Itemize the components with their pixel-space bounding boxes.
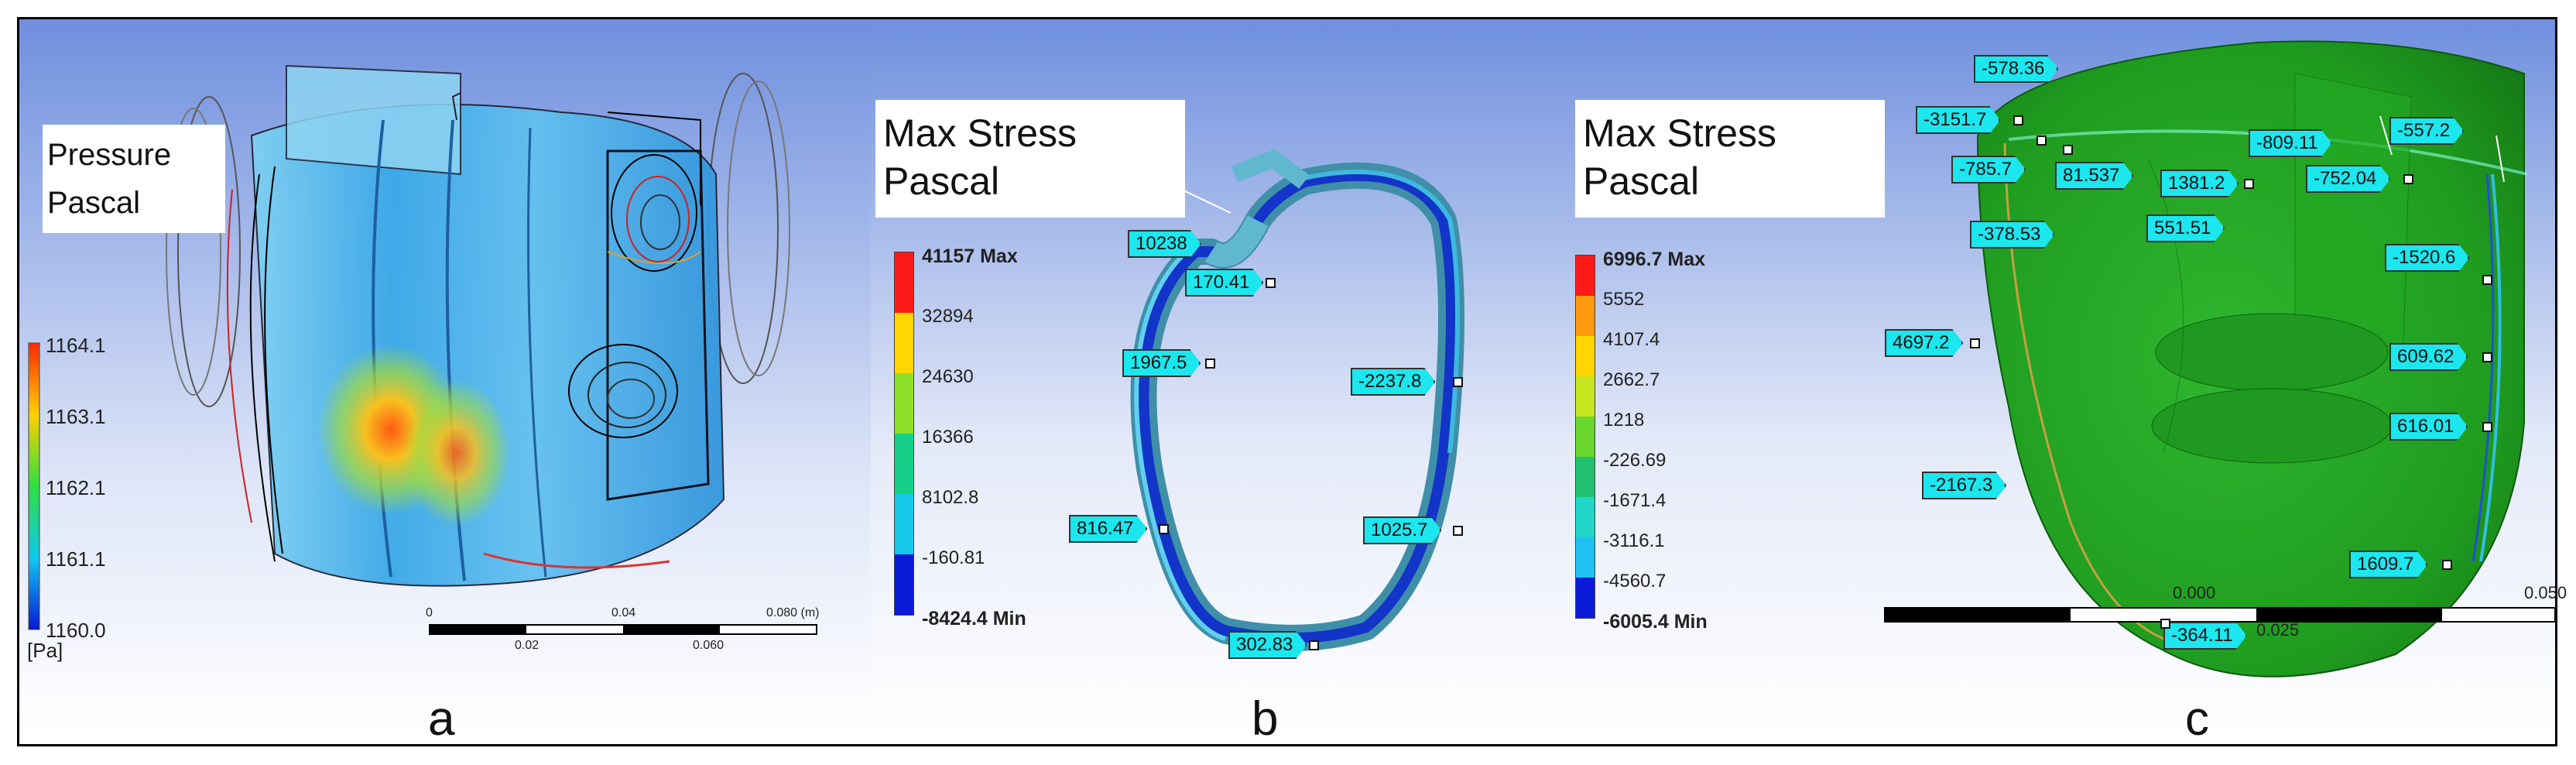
colorbar-c-label: -226.69 [1603,450,1667,471]
colorbar-b-label: -8424.4 Min [922,608,1026,629]
probe-label: -752.04 [2306,165,2390,193]
scale-a-label: 0.04 [611,606,636,619]
probe-label: -1520.6 [2385,244,2469,272]
panel-a-render [19,19,871,732]
probe-label: -378.53 [1970,221,2054,249]
colorbar-c [1575,255,1595,619]
probe-label: 1025.7 [1363,516,1441,544]
colorbar-b-label: -160.81 [922,547,985,568]
scale-a-label: 0 [426,606,433,619]
colorbar-c-label: 5552 [1603,289,1645,310]
panel-a-letter: a [428,692,455,746]
colorbar-b-label: 32894 [922,306,974,327]
panel-a-title-line1: Pressure [47,138,172,172]
probe-label: -2237.8 [1351,368,1435,396]
probe-label: 1967.5 [1122,349,1201,377]
colorbar-b-label: 8102.8 [922,487,979,508]
colorbar-c-label: 2662.7 [1603,369,1660,390]
panel-b-title-line1: Max Stress [883,111,1077,155]
panel-c-letter: c [2185,692,2209,746]
probe-marker [1453,377,1463,387]
probe-label: 609.62 [2389,343,2468,371]
probe-label: -578.36 [1974,55,2058,83]
scale-a-label: 0.060 [693,639,724,652]
probe-marker [2482,422,2492,432]
probe-label: -364.11 [2163,622,2247,650]
colorbar-b [894,252,914,616]
probe-marker [2482,352,2492,362]
colorbar-a-label: 1162.1 [46,476,106,499]
scale-c-label: 0.000 [2173,583,2216,602]
colorbar-b-label: 24630 [922,366,974,387]
colorbar-a-label: 1160.0 [46,619,106,642]
probe-label: 302.83 [1228,631,1307,659]
scale-a-label: 0.080 (m) [766,606,820,619]
probe-marker [1970,338,1980,348]
colorbar-a-unit: [Pa] [27,639,63,662]
probe-marker [1266,278,1276,288]
probe-label: -2167.3 [1922,472,2006,499]
probe-label: 4697.2 [1885,329,1963,357]
probe-marker [2482,275,2492,285]
panel-c-title-line2: Pascal [1583,160,1700,203]
scale-bar-a [429,624,817,635]
probe-marker [2036,136,2047,146]
probe-label: 616.01 [2389,413,2468,441]
probe-label: 1609.7 [2349,551,2427,578]
colorbar-a-label: 1161.1 [46,547,106,571]
figure-frame: Pressure Pascal 1164.1 1163.1 1162.1 116… [17,17,2567,746]
probe-label: 10238 [1128,230,1201,258]
panel-c-title: Max Stress Pascal [1575,100,1885,218]
colorbar-a-label: 1163.1 [46,405,106,428]
probe-label: 816.47 [1069,515,1147,543]
panel-c: Max Stress Pascal 6996.7 Max 5552 4107.4… [1575,19,2567,746]
probe-label: 81.537 [2055,162,2133,190]
probe-label: 170.41 [1185,269,1263,297]
probe-marker [2403,174,2413,184]
probe-label: -3151.7 [1916,106,2000,134]
panel-b-title: Max Stress Pascal [875,100,1185,218]
panel-b-title-line2: Pascal [883,160,1000,203]
panel-a: Pressure Pascal 1164.1 1163.1 1162.1 116… [19,19,871,746]
scale-c-label: 0.025 [2256,620,2300,640]
probe-marker [2244,179,2254,189]
colorbar-c-label: -4560.7 [1603,571,1667,592]
probe-label: -785.7 [1951,156,2026,184]
panel-b: Max Stress Pascal 41157 Max 32894 24630 … [871,19,1575,746]
probe-label: 551.51 [2146,214,2225,242]
probe-marker [1205,358,1215,369]
scale-a-label: 0.02 [515,639,540,652]
panel-a-title-line2: Pascal [47,186,141,220]
colorbar-b-label: 16366 [922,427,974,448]
scale-c-label: 0.050 [2524,583,2567,602]
probe-label: -809.11 [2249,129,2332,157]
colorbar-a-label: 1164.1 [46,334,106,357]
colorbar-c-label: -3116.1 [1603,530,1665,551]
colorbar-c-label: 4107.4 [1603,329,1660,350]
probe-label: 1381.2 [2160,170,2239,197]
probe-marker [1309,640,1319,650]
probe-marker [1453,526,1463,536]
panel-c-title-line1: Max Stress [1583,111,1777,155]
panel-b-letter: b [1252,692,1279,746]
probe-marker [2013,115,2023,125]
probe-label: -557.2 [2389,117,2464,145]
colorbar-c-label: -1671.4 [1603,490,1667,511]
probe-marker [1159,524,1169,534]
colorbar-c-label: 1218 [1603,410,1645,431]
probe-marker [2063,145,2073,155]
panel-a-title: Pressure Pascal [43,125,225,233]
colorbar-c-label: -6005.4 Min [1603,611,1708,633]
probe-marker [2160,619,2170,629]
colorbar-b-label: 41157 Max [922,245,1018,267]
probe-marker [2442,560,2452,570]
colorbar-c-label: 6996.7 Max [1603,249,1706,270]
